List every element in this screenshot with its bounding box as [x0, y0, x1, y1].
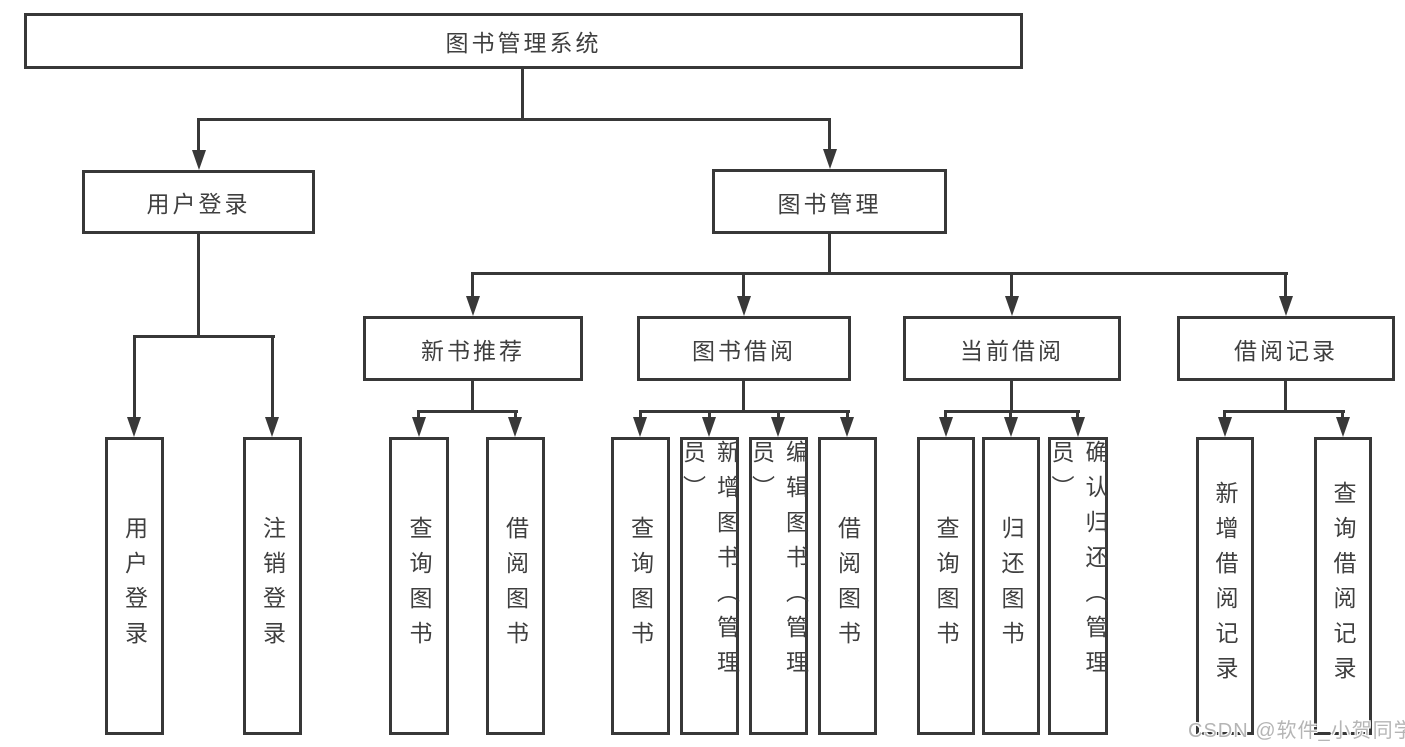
node-label: 借阅图书: [502, 516, 529, 656]
watermark: CSDN @软件_小贺同学: [1188, 720, 1405, 742]
connector: [1224, 410, 1345, 413]
arrowhead: [127, 417, 141, 437]
node-root-system: 图书管理系统: [24, 13, 1023, 69]
arrowhead: [412, 417, 426, 437]
leaf-query-books-borrowing: 查询图书: [611, 437, 670, 735]
leaf-add-borrow-record: 新增借阅记录: [1196, 437, 1254, 735]
node-label: 借阅图书: [834, 516, 861, 656]
node-label: 查询图书: [406, 516, 432, 656]
connector: [742, 272, 745, 299]
arrowhead: [1218, 417, 1232, 437]
leaf-borrow-books-recommend: 借阅图书: [486, 437, 545, 735]
arrowhead: [466, 296, 480, 316]
leaf-edit-book-admin: 编辑图书（管理员）: [749, 437, 809, 735]
node-label: 查询图书: [933, 516, 959, 656]
node-label: 查询借阅记录: [1330, 481, 1356, 691]
connector: [742, 378, 745, 413]
leaf-user-login: 用户登录: [105, 437, 164, 735]
connector: [846, 410, 849, 420]
connector: [828, 118, 831, 153]
connector: [271, 335, 274, 421]
arrowhead: [633, 417, 647, 437]
connector: [197, 118, 831, 121]
arrowhead: [823, 149, 837, 169]
arrowhead: [1279, 296, 1293, 316]
arrowhead: [939, 417, 953, 437]
node-label: 新增借阅记录: [1212, 481, 1238, 691]
node-current-borrowing: 当前借阅: [903, 316, 1121, 381]
node-new-book-recommendation: 新书推荐: [363, 316, 583, 381]
node-label: 借阅记录: [1234, 337, 1338, 364]
node-label: 确认归还（管理员）: [1048, 440, 1108, 685]
connector: [1284, 272, 1287, 299]
node-book-management: 图书管理: [712, 169, 947, 234]
node-label: 编辑图书（管理员）: [748, 440, 809, 685]
connector: [828, 232, 831, 275]
arrowhead: [1004, 417, 1018, 437]
node-label: 注销登录: [259, 516, 286, 656]
connector: [1009, 410, 1012, 420]
node-label: 用户登录: [146, 191, 251, 217]
node-label: 用户登录: [121, 516, 148, 656]
node-label: 归还图书: [998, 516, 1024, 656]
connector: [708, 410, 711, 420]
connector: [1341, 410, 1344, 420]
connector: [133, 335, 275, 338]
leaf-borrow-books-borrowing: 借阅图书: [818, 437, 877, 735]
connector: [1010, 378, 1013, 413]
connector: [197, 118, 200, 154]
connector: [945, 410, 1080, 413]
connector: [514, 410, 517, 420]
arrowhead: [771, 417, 785, 437]
connector: [777, 410, 780, 420]
arrowhead: [1071, 417, 1085, 437]
connector: [1223, 410, 1226, 420]
connector: [417, 410, 420, 420]
connector: [1284, 378, 1287, 413]
node-borrowing-records: 借阅记录: [1177, 316, 1395, 381]
arrowhead: [1005, 296, 1019, 316]
connector: [521, 67, 524, 118]
connector: [417, 410, 518, 413]
arrowhead: [702, 417, 716, 437]
node-label: 查询图书: [627, 516, 654, 656]
node-label: 图书管理系统: [445, 30, 602, 56]
connector: [471, 272, 1288, 275]
connector: [1076, 410, 1079, 420]
leaf-add-book-admin: 新增图书（管理员）: [680, 437, 740, 735]
node-book-borrowing: 图书借阅: [637, 316, 851, 381]
arrowhead: [508, 417, 522, 437]
connector: [471, 272, 474, 299]
leaf-query-books-recommend: 查询图书: [389, 437, 449, 735]
node-label: 当前借阅: [960, 337, 1064, 364]
arrowhead: [840, 417, 854, 437]
leaf-confirm-return-admin: 确认归还（管理员）: [1048, 437, 1108, 735]
node-label: 图书管理: [777, 190, 882, 217]
node-label: 新增图书（管理员）: [679, 440, 740, 685]
connector: [471, 378, 474, 413]
connector: [639, 410, 850, 413]
node-label: 新书推荐: [421, 337, 525, 364]
node-user-login: 用户登录: [82, 170, 315, 234]
leaf-return-book: 归还图书: [982, 437, 1040, 735]
connector: [639, 410, 642, 420]
arrowhead: [265, 417, 279, 437]
leaf-query-borrow-record: 查询借阅记录: [1314, 437, 1372, 735]
arrowhead: [1336, 417, 1350, 437]
leaf-logout: 注销登录: [243, 437, 302, 735]
connector: [197, 232, 200, 338]
arrowhead: [192, 150, 206, 170]
connector: [1010, 272, 1013, 299]
leaf-query-books-current: 查询图书: [917, 437, 975, 735]
connector: [133, 335, 136, 421]
arrowhead: [737, 296, 751, 316]
node-label: 图书借阅: [692, 337, 796, 364]
connector: [944, 410, 947, 420]
